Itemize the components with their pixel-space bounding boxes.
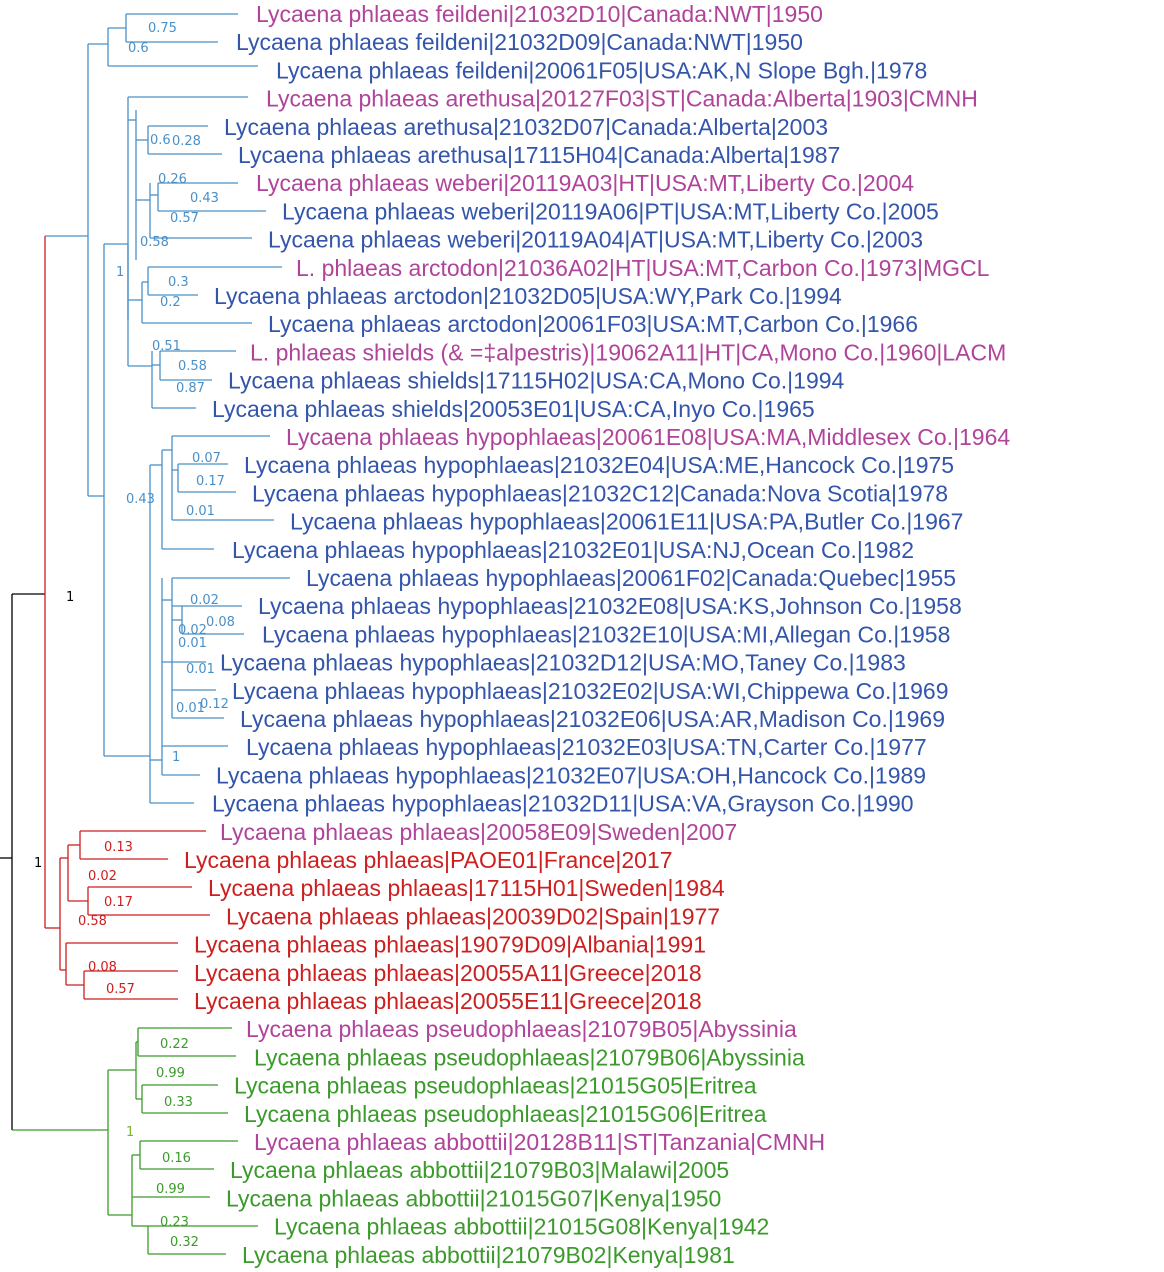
tip-label: Lycaena phlaeas arctodon|21032D05|USA:WY…	[214, 283, 842, 309]
support-value: 0.07	[192, 451, 221, 466]
support-value: 1	[172, 750, 180, 765]
support-value: 0.75	[148, 21, 177, 36]
tip-label: Lycaena phlaeas feildeni|21032D09|Canada…	[236, 29, 803, 55]
tip-label: Lycaena phlaeas arethusa|17115H04|Canada…	[238, 142, 840, 168]
tip-label: Lycaena phlaeas hypophlaeas|21032E01|USA…	[232, 537, 914, 563]
support-value: 0.02	[88, 869, 117, 884]
tip-label: Lycaena phlaeas hypophlaeas|21032E03|USA…	[246, 734, 927, 760]
support-value: 0.12	[200, 697, 229, 712]
tip-label: Lycaena phlaeas weberi|20119A04|AT|USA:M…	[268, 227, 923, 253]
support-value: 0.58	[140, 235, 169, 250]
support-value: 0.58	[178, 359, 207, 374]
support-value: 0.32	[170, 1235, 199, 1250]
support-value: 0.01	[186, 504, 215, 519]
tip-label: Lycaena phlaeas hypophlaeas|20061F02|Can…	[306, 565, 956, 591]
tip-label: L. phlaeas shields (& =‡alpestris)|19062…	[250, 339, 1006, 365]
support-value: 0.01	[176, 701, 205, 716]
tip-label: Lycaena phlaeas hypophlaeas|21032D11|USA…	[212, 791, 914, 817]
tip-label: Lycaena phlaeas pseudophlaeas|21015G06|E…	[244, 1101, 767, 1127]
tip-label: Lycaena phlaeas abbottii|21015G07|Kenya|…	[226, 1185, 721, 1211]
tree-branches	[0, 13, 290, 1255]
tip-label: L. phlaeas arctodon|21036A02|HT|USA:MT,C…	[296, 255, 990, 281]
support-value: 0.57	[170, 211, 199, 226]
support-value: 0.01	[178, 636, 207, 651]
support-value: 0.6	[128, 41, 149, 56]
tip-label: Lycaena phlaeas abbottii|21015G08|Kenya|…	[274, 1214, 769, 1240]
support-value: 0.33	[164, 1095, 193, 1110]
tip-label: Lycaena phlaeas abbottii|21079B02|Kenya|…	[242, 1242, 735, 1268]
tip-label: Lycaena phlaeas phlaeas|20055E11|Greece|…	[194, 988, 702, 1014]
support-value: 1	[34, 856, 42, 871]
tip-label: Lycaena phlaeas phlaeas|20058E09|Sweden|…	[220, 819, 737, 845]
support-value: 0.6	[150, 133, 171, 148]
tip-label: Lycaena phlaeas arctodon|20061F03|USA:MT…	[268, 311, 918, 337]
tip-label: Lycaena phlaeas weberi|20119A06|PT|USA:M…	[282, 198, 939, 224]
support-value: 0.3	[168, 275, 189, 290]
tip-label: Lycaena phlaeas arethusa|20127F03|ST|Can…	[266, 86, 978, 112]
support-value: 0.02	[178, 623, 207, 638]
tip-label: Lycaena phlaeas hypophlaeas|21032C12|Can…	[252, 480, 948, 506]
support-value: 0.28	[172, 134, 201, 149]
tip-label: Lycaena phlaeas hypophlaeas|21032E02|USA…	[232, 678, 949, 704]
support-value: 0.99	[156, 1182, 185, 1197]
support-value: 0.87	[176, 381, 205, 396]
support-value: 0.02	[190, 593, 219, 608]
tip-label: Lycaena phlaeas phlaeas|19079D09|Albania…	[194, 932, 706, 958]
support-value: 0.13	[104, 840, 133, 855]
tip-label: Lycaena phlaeas phlaeas|20055A11|Greece|…	[194, 960, 702, 986]
tip-label: Lycaena phlaeas hypophlaeas|21032D12|USA…	[220, 650, 906, 676]
support-value: 0.08	[88, 960, 117, 975]
tip-label: Lycaena phlaeas hypophlaeas|21032E08|USA…	[258, 593, 962, 619]
tip-label: Lycaena phlaeas hypophlaeas|20061E08|USA…	[286, 424, 1010, 450]
support-value: 0.51	[152, 339, 181, 354]
support-value: 0.16	[162, 1151, 191, 1166]
support-value: 0.23	[160, 1215, 189, 1230]
support-value: 0.01	[186, 662, 215, 677]
tip-label: Lycaena phlaeas shields|17115H02|USA:CA,…	[228, 368, 845, 394]
tip-label: Lycaena phlaeas hypophlaeas|21032E07|USA…	[216, 762, 926, 788]
tip-label: Lycaena phlaeas hypophlaeas|21032E10|USA…	[262, 621, 950, 647]
tip-label: Lycaena phlaeas shields|20053E01|USA:CA,…	[212, 396, 815, 422]
tip-label: Lycaena phlaeas pseudophlaeas|21079B06|A…	[254, 1044, 805, 1070]
tip-label: Lycaena phlaeas abbottii|20128B11|ST|Tan…	[254, 1129, 825, 1155]
tip-label: Lycaena phlaeas pseudophlaeas|21079B05|A…	[246, 1016, 797, 1042]
support-value: 0.57	[106, 982, 135, 997]
support-value: 0.43	[126, 492, 155, 507]
tip-label: Lycaena phlaeas phlaeas|20039D02|Spain|1…	[226, 903, 720, 929]
tip-label: Lycaena phlaeas hypophlaeas|20061E11|USA…	[290, 509, 963, 535]
tip-labels: Lycaena phlaeas feildeni|21032D10|Canada…	[184, 1, 1010, 1268]
tip-label: Lycaena phlaeas feildeni|20061F05|USA:AK…	[276, 57, 927, 83]
support-value: 0.22	[160, 1037, 189, 1052]
support-value: 0.17	[196, 474, 225, 489]
support-value: 0.2	[160, 295, 181, 310]
support-value: 0.58	[78, 914, 107, 929]
tip-label: Lycaena phlaeas feildeni|21032D10|Canada…	[256, 1, 823, 27]
tip-label: Lycaena phlaeas hypophlaeas|21032E04|USA…	[244, 452, 954, 478]
support-value: 0.17	[104, 895, 133, 910]
support-value: 0.43	[190, 191, 219, 206]
support-value: 1	[116, 265, 124, 280]
tip-label: Lycaena phlaeas phlaeas|17115H01|Sweden|…	[208, 875, 725, 901]
tip-label: Lycaena phlaeas phlaeas|PAOE01|France|20…	[184, 847, 672, 873]
tip-label: Lycaena phlaeas arethusa|21032D07|Canada…	[224, 114, 828, 140]
support-value: 0.99	[156, 1066, 185, 1081]
tip-label: Lycaena phlaeas weberi|20119A03|HT|USA:M…	[256, 170, 914, 196]
tip-label: Lycaena phlaeas pseudophlaeas|21015G05|E…	[234, 1073, 757, 1099]
tip-label: Lycaena phlaeas hypophlaeas|21032E06|USA…	[240, 706, 945, 732]
support-value: 1	[66, 590, 74, 605]
tip-label: Lycaena phlaeas abbottii|21079B03|Malawi…	[230, 1157, 729, 1183]
support-value: 0.08	[206, 615, 235, 630]
support-value: 0.26	[158, 172, 187, 187]
support-value: 1	[126, 1125, 134, 1140]
